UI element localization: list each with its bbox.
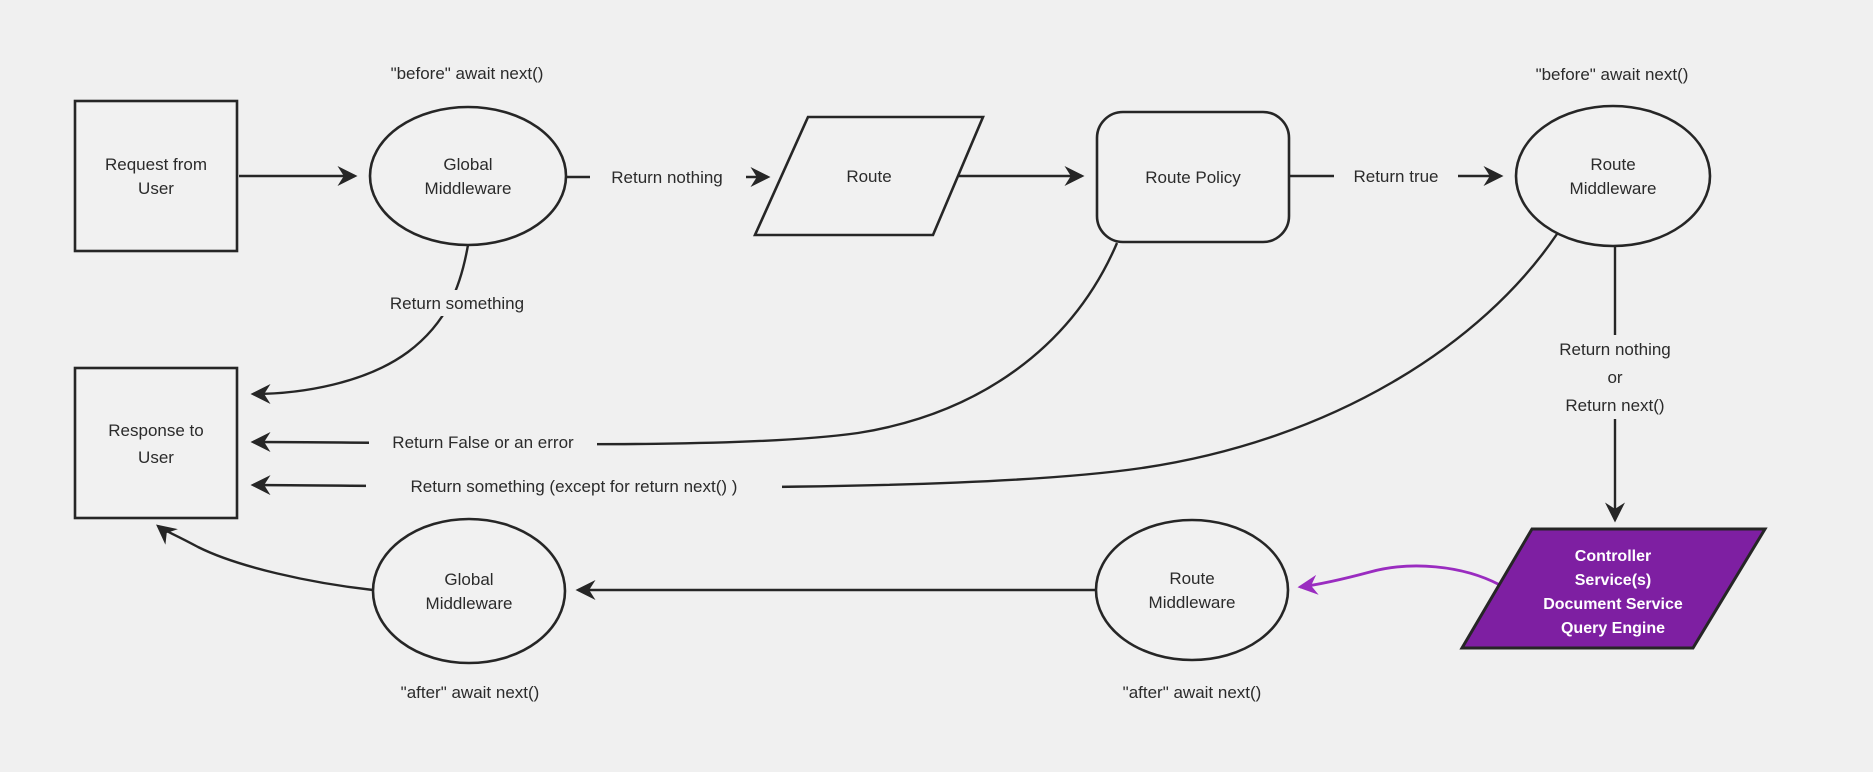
node-request-from-user: Request from User xyxy=(73,99,239,253)
node-route-middleware-top: Route Middleware xyxy=(1514,104,1712,248)
return-nothing-or-label-line1: Return nothing xyxy=(1559,340,1671,359)
return-nothing-or-label-bg xyxy=(1540,335,1690,419)
return-something-except-label: Return something (except for return next… xyxy=(411,477,738,496)
edge-return-something xyxy=(250,244,470,404)
return-nothing-label-bg xyxy=(590,164,746,190)
node-controller-label-line1: Controller xyxy=(1575,548,1651,565)
node-route: Route xyxy=(752,115,985,237)
node-route-middleware-top-label-line1: Route xyxy=(1590,155,1635,174)
before-await-next-right-label: "before" await next() xyxy=(1536,65,1689,84)
node-controller-label-line4: Query Engine xyxy=(1561,620,1665,637)
after-await-next-left-label: "after" await next() xyxy=(401,683,540,702)
node-global-middleware-top-label-line2: Middleware xyxy=(425,179,512,198)
node-route-middleware-bottom: Route Middleware xyxy=(1094,518,1290,662)
node-controller-label-line3: Document Service xyxy=(1543,596,1683,613)
node-controller-label-line2: Service(s) xyxy=(1575,572,1652,589)
node-global-middleware-bottom: Global Middleware xyxy=(371,517,567,665)
node-response-to-user: Response to User xyxy=(73,366,239,520)
return-nothing-label: Return nothing xyxy=(611,168,723,187)
return-nothing-or-label-line2: or xyxy=(1607,368,1622,387)
node-request-from-user-label-line2: User xyxy=(138,179,174,198)
return-false-label: Return False or an error xyxy=(392,433,574,452)
node-global-middleware-bottom-label-line1: Global xyxy=(444,570,493,589)
node-global-middleware-top-label-line1: Global xyxy=(443,155,492,174)
return-false-label-bg xyxy=(369,429,597,455)
return-nothing-or-label-line3: Return next() xyxy=(1565,396,1664,415)
node-route-policy-label: Route Policy xyxy=(1145,168,1241,187)
node-response-to-user-label-line1: Response to xyxy=(108,421,203,440)
return-something-except-label-bg xyxy=(366,473,782,499)
return-something-label-bg xyxy=(375,290,539,316)
node-route-policy: Route Policy xyxy=(1095,110,1291,244)
node-route-middleware-top-label-line2: Middleware xyxy=(1570,179,1657,198)
edge-global-middleware-to-response xyxy=(156,524,374,592)
node-global-middleware-top: Global Middleware xyxy=(368,105,568,247)
node-route-label: Route xyxy=(846,167,891,186)
node-response-to-user-label-line2: User xyxy=(138,448,174,467)
before-await-next-left-label: "before" await next() xyxy=(391,64,544,83)
return-true-label-bg xyxy=(1334,163,1458,189)
return-true-label: Return true xyxy=(1353,167,1438,186)
node-controller-services: Controller Service(s) Document Service Q… xyxy=(1459,527,1768,650)
node-request-from-user-label-line1: Request from xyxy=(105,155,207,174)
node-route-middleware-bottom-label-line1: Route xyxy=(1169,569,1214,588)
edge-controller-to-route-middleware xyxy=(1297,564,1501,595)
return-something-label: Return something xyxy=(390,294,524,313)
node-route-middleware-bottom-label-line2: Middleware xyxy=(1149,593,1236,612)
edge-return-false xyxy=(250,242,1119,453)
after-await-next-right-label: "after" await next() xyxy=(1123,683,1262,702)
node-global-middleware-bottom-label-line2: Middleware xyxy=(426,594,513,613)
